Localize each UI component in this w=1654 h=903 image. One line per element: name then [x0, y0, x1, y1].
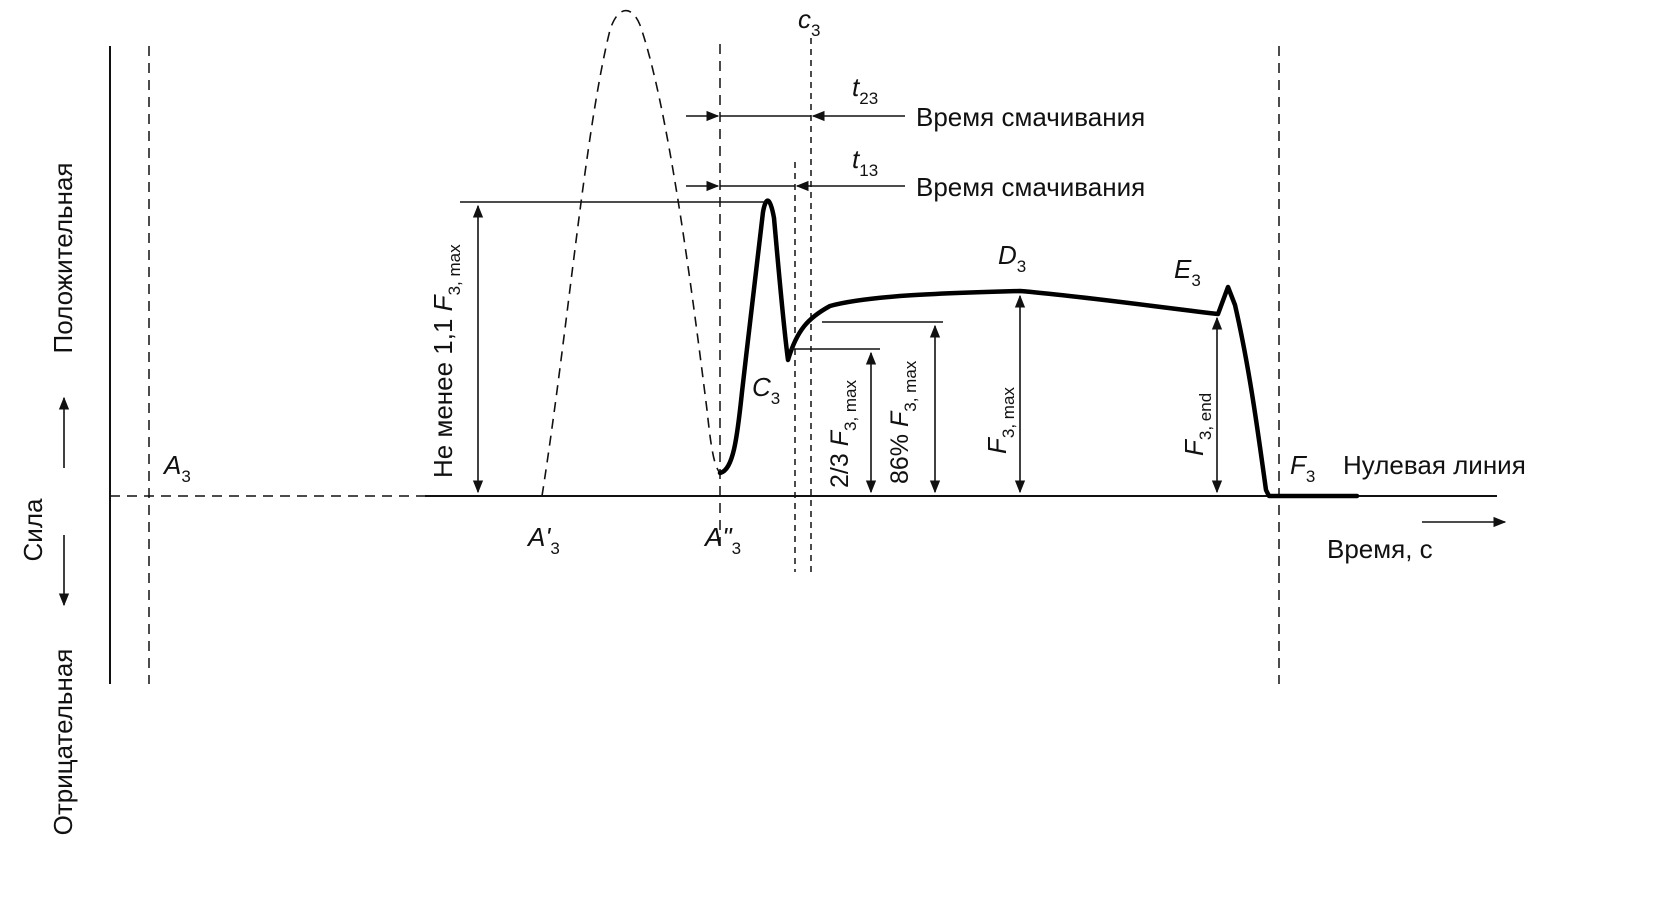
- label-a3: A3: [162, 450, 191, 486]
- label-not-less-1-1-f3max: Не менее 1,1 F3, max: [428, 244, 464, 478]
- label-86-f3max: 86% F3, max: [886, 360, 920, 484]
- wetting-force-curve: [717, 198, 1360, 499]
- axis-label-force: Сила: [18, 498, 48, 561]
- label-d3: D3: [998, 240, 1026, 276]
- label-e3: E3: [1174, 254, 1201, 290]
- label-a3-double-prime: A"3: [703, 522, 741, 558]
- label-c3-upper: c3: [798, 4, 820, 40]
- label-a3-prime: A'3: [526, 522, 560, 558]
- label-f3: F3: [1290, 450, 1315, 486]
- wetting-time-label-t13: Время смачивания: [916, 172, 1145, 202]
- axis-label-positive: Положительная: [48, 163, 78, 354]
- label-c3: C3: [752, 372, 780, 408]
- zero-line-label: Нулевая линия: [1343, 450, 1526, 480]
- immersion-curve-dashed: [541, 9, 721, 497]
- time-label: Время, с: [1327, 534, 1433, 564]
- label-t23: t23: [852, 72, 878, 108]
- label-t13: t13: [852, 144, 878, 180]
- wetting-time-label-t23: Время смачивания: [916, 102, 1145, 132]
- label-f3max: F3, max: [982, 387, 1018, 454]
- label-f3end: F3, end: [1179, 393, 1215, 456]
- axis-label-negative: Отрицательная: [48, 649, 78, 836]
- label-2-3-f3max: 2/3 F3, max: [826, 379, 860, 488]
